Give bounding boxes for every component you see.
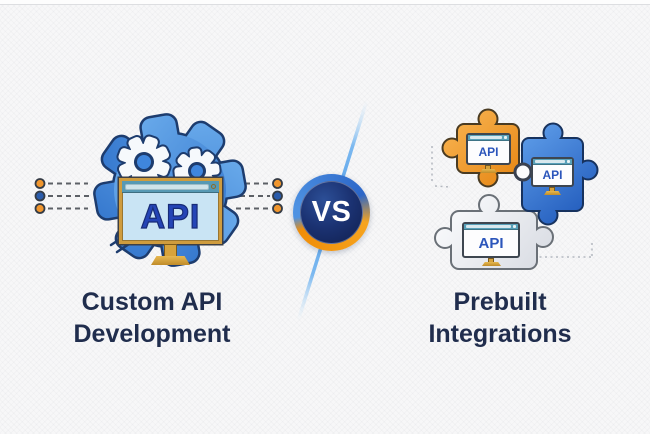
monitor-stand-stem [164,244,177,257]
small-gear-left-icon [108,126,180,198]
api-label: API [478,145,499,159]
vs-badge: VS [293,174,370,251]
search-icon [504,136,507,139]
dotted-accent-right [534,240,593,258]
vs-badge-inner-circle: VS [300,181,363,244]
browser-bar [468,135,509,141]
connector-dots-left-icon [34,178,93,214]
api-label: API [478,234,504,252]
mini-stand-base [544,191,561,195]
api-mini-monitor-orange: API [466,133,511,165]
right-heading: Prebuilt Integrations [428,288,572,348]
search-icon [513,225,516,228]
dotted-accent-left [431,146,450,188]
browser-bar [533,159,572,165]
connector-dots-right-icon [231,178,283,214]
monitor-stand-base [151,256,190,265]
top-divider-line [0,4,650,5]
monitor-screen: API [122,193,219,241]
vs-label: VS [311,196,352,228]
browser-bar [464,224,518,230]
api-mini-monitor-blue: API [531,157,574,187]
mini-stand-base [480,169,497,173]
api-mini-monitor-gray: API [462,222,520,258]
api-monitor: API [119,178,222,244]
address-bar [125,183,209,190]
search-icon [567,160,570,163]
api-label: API [542,168,563,182]
api-label: API [140,197,201,236]
browser-bar [122,181,219,193]
top-white-strip [0,0,650,4]
mini-stand-base [482,262,501,266]
puzzle-socket-notch [513,162,533,182]
left-heading: Custom API Development [73,288,231,348]
search-icon [211,184,216,189]
